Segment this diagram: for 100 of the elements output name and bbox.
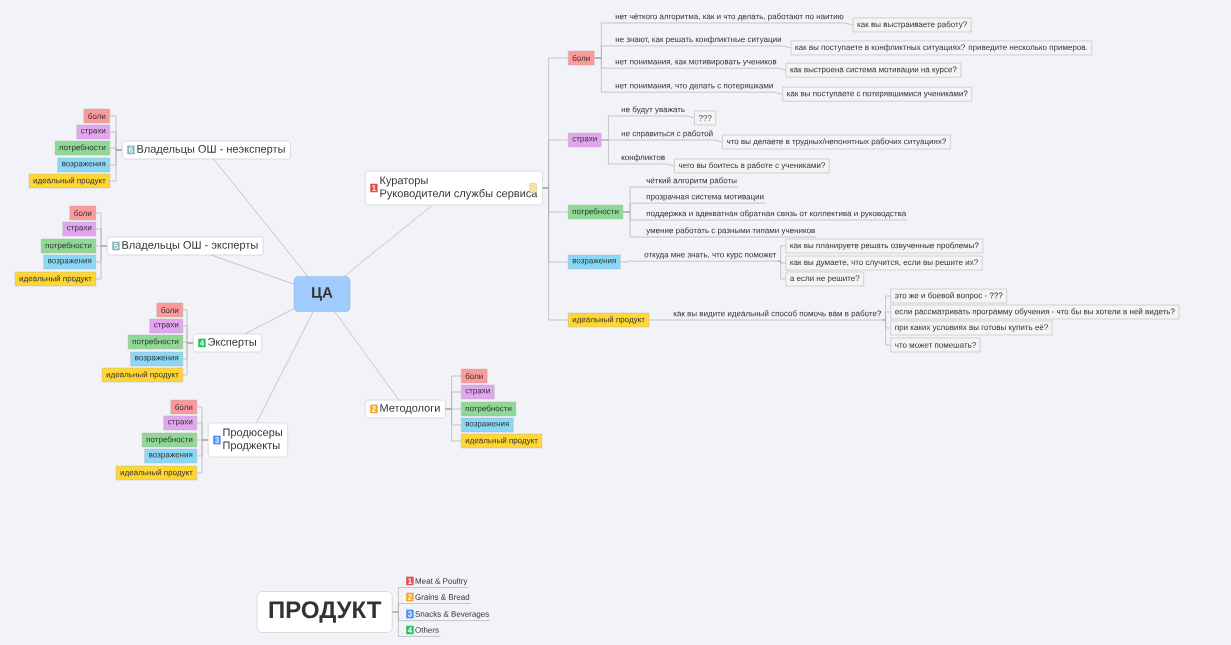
connector-line (95, 245, 108, 280)
number-badge: 2 (370, 404, 378, 414)
connector-line (392, 611, 406, 637)
category-tag: боли (461, 368, 488, 384)
connector-line (256, 311, 314, 424)
question-box: ??? (694, 110, 716, 126)
connector-line (211, 254, 295, 285)
category-tag: боли (170, 399, 197, 415)
connector-line (542, 187, 569, 321)
category-tag: идеальный продукт (101, 367, 183, 383)
category-tag: боли (568, 50, 595, 66)
underlined-topic: прозрачная система мотивации (644, 195, 766, 204)
connector-line (777, 245, 786, 262)
question-box: как выстроена система мотивации на курсе? (785, 63, 962, 78)
category-tag: идеальный продукт (568, 312, 650, 328)
underlined-topic: откуда мне знать, что курс поможет (642, 253, 778, 262)
category-tag: боли (69, 205, 96, 221)
topic-label: Meat & Poultry (415, 577, 468, 586)
connector-line (622, 211, 646, 238)
category-tag: страхи (568, 132, 602, 148)
underlined-topic (404, 592, 472, 604)
topic-box (208, 422, 288, 458)
category-tag: возражения (130, 351, 183, 367)
question-box: при каких условиях вы готовы купить её? (890, 320, 1053, 336)
number-badge: 3 (213, 435, 221, 445)
underlined-topic: нет чёткого алгоритма, как и что делать, работают по наитию (613, 13, 846, 24)
question-box: чего вы боитесь в работе с учениками? (674, 158, 830, 174)
topic-label: Продюсеры (223, 428, 282, 439)
question-box: как вы выстраиваете работу? (852, 17, 972, 33)
topic-label: Владельцы ОШ - неэксперты (137, 145, 285, 155)
connector-line (844, 22, 854, 26)
number-badge: 3 (406, 609, 414, 619)
underlined-topic: не справиться с работой (619, 130, 715, 141)
category-tag: возражения (144, 448, 197, 464)
connector-line (196, 439, 209, 474)
question-box: что вы делаете в трудных/непонятных рабочих ситуациях? (722, 134, 951, 150)
underlined-topic: чёткий алгоритм работы (644, 177, 739, 188)
connector-line (685, 115, 695, 119)
topic-box (365, 399, 446, 419)
category-tag: потребности (54, 140, 110, 156)
number-badge: 1 (406, 576, 414, 586)
underlined-topic: не знают, как решать конфликтные ситуации (613, 36, 784, 47)
connector-line (782, 45, 792, 49)
connector-line (594, 57, 615, 93)
central-topic-box: ЦА (293, 276, 351, 312)
underlined-topic (404, 625, 441, 637)
number-badge: 2 (406, 592, 414, 602)
underlined-topic: нет понимания, как мотивировать учеников (613, 60, 779, 69)
category-tag: боли (156, 302, 183, 318)
category-tag: страхи (149, 318, 183, 334)
category-tag: страхи (163, 415, 197, 431)
underlined-topic: умение работать с разными типами учеников (644, 227, 817, 238)
category-tag: страхи (62, 221, 96, 237)
number-badge: 4 (406, 625, 414, 635)
category-tag: возражения (568, 254, 621, 270)
topic-label: Кураторы (380, 176, 428, 187)
category-tag: идеальный продукт (115, 465, 197, 481)
connector-line (334, 311, 400, 401)
connector-line (714, 139, 723, 143)
number-badge: 5 (112, 241, 120, 251)
category-tag: потребности (141, 432, 197, 448)
connector-line (620, 260, 644, 263)
underlined-topic: не будут уважать (619, 106, 687, 117)
connector-line (882, 319, 891, 346)
category-tag: возражения (57, 157, 110, 173)
connector-line (665, 163, 675, 167)
category-tag: идеальный продукт (14, 271, 96, 287)
connector-line (182, 342, 194, 376)
topic-box (107, 236, 264, 256)
connector-line (777, 260, 786, 280)
topic-label: Эксперты (208, 338, 256, 348)
category-tag: возражения (461, 417, 514, 433)
underlined-topic: нет понимания, что делать с потеряшками (613, 84, 775, 93)
connector-line (109, 149, 123, 182)
underlined-topic (404, 609, 491, 621)
connector-line (213, 158, 309, 277)
connector-line (774, 91, 783, 95)
connector-line (343, 204, 433, 277)
connector-line (601, 139, 621, 165)
category-tag: потребности (40, 238, 96, 254)
topic-label: Руководители службы сервиса (380, 189, 538, 200)
connector-line (244, 308, 295, 335)
topic-label: Проджекты (223, 441, 280, 452)
category-tag: потребности (127, 334, 183, 350)
question-box: как вы поступаете с потерявшимися учениками? (782, 87, 972, 102)
question-box: а если не решите? (785, 271, 864, 287)
question-box: что может помешать? (890, 337, 981, 353)
number-badge: 1 (370, 183, 378, 193)
question-box: это же и боевой вопрос - ??? (890, 288, 1007, 304)
topic-label: Grains & Bread (415, 594, 470, 600)
underlined-topic: как вы видите идеальный способ помочь вам в работе? (671, 310, 883, 321)
underlined-topic: конфликтов (619, 154, 667, 165)
topic-label: Владельцы ОШ - эксперты (122, 241, 258, 251)
topic-label: Others (415, 626, 439, 633)
category-tag: идеальный продукт (28, 173, 110, 189)
category-tag: идеальный продукт (461, 433, 543, 449)
question-box: как вы планируете решать озвученные проблемы? (785, 238, 984, 254)
topic-box (365, 170, 543, 206)
topic-label: Методологи (380, 404, 440, 414)
category-tag: страхи (76, 124, 110, 140)
